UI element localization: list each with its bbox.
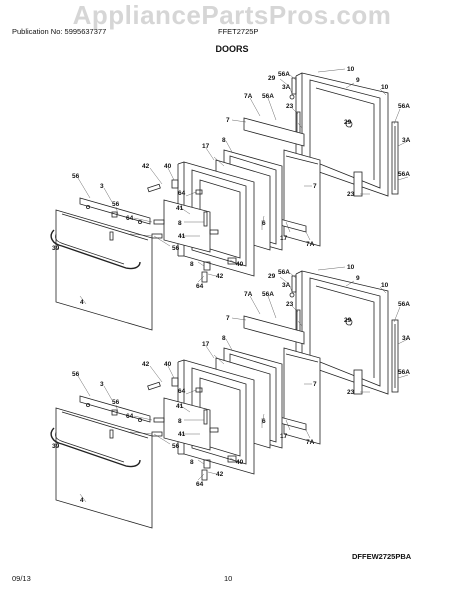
svg-text:8: 8 [190,261,194,268]
svg-text:3: 3 [100,381,104,388]
svg-text:56A: 56A [262,291,274,298]
svg-text:7A: 7A [244,93,253,100]
svg-text:56: 56 [112,201,120,208]
svg-text:23: 23 [347,389,355,396]
svg-text:10: 10 [347,66,355,73]
svg-text:4: 4 [80,497,84,504]
svg-text:8: 8 [178,418,182,425]
watermark: AppliancePartsPros.com [72,0,392,30]
svg-text:17: 17 [202,341,210,348]
svg-text:56A: 56A [398,103,410,110]
svg-text:29: 29 [344,317,352,324]
svg-text:8: 8 [190,459,194,466]
svg-text:56A: 56A [398,301,410,308]
svg-text:64: 64 [178,388,186,395]
svg-text:56: 56 [72,371,80,378]
svg-text:10: 10 [381,84,389,91]
svg-text:23: 23 [286,301,294,308]
svg-text:39: 39 [52,245,60,252]
svg-text:3: 3 [100,183,104,190]
svg-text:3A: 3A [402,335,411,342]
svg-text:41: 41 [178,233,186,240]
svg-text:64: 64 [126,413,134,420]
svg-text:64: 64 [196,283,204,290]
section-title: DOORS [215,44,249,54]
svg-text:56A: 56A [398,369,410,376]
svg-text:7: 7 [226,315,230,322]
svg-text:23: 23 [286,103,294,110]
svg-text:56: 56 [112,399,120,406]
page-number: 10 [224,574,233,583]
svg-text:9: 9 [356,275,360,282]
svg-text:42: 42 [142,163,150,170]
svg-text:64: 64 [196,481,204,488]
svg-text:42: 42 [216,273,224,280]
svg-text:8: 8 [222,335,226,342]
svg-text:3A: 3A [282,84,291,91]
svg-text:41: 41 [176,205,184,212]
svg-text:17: 17 [202,143,210,150]
svg-text:56A: 56A [278,269,290,276]
svg-text:39: 39 [52,443,60,450]
svg-text:56A: 56A [262,93,274,100]
svg-text:40: 40 [164,361,172,368]
svg-text:8: 8 [222,137,226,144]
svg-text:10: 10 [381,282,389,289]
diagram-code: DFFEW2725PBA [352,552,412,561]
svg-text:7: 7 [313,381,317,388]
svg-text:6: 6 [262,418,266,425]
svg-text:40: 40 [236,261,244,268]
svg-text:17: 17 [280,235,288,242]
svg-text:8: 8 [178,220,182,227]
svg-text:3A: 3A [282,282,291,289]
svg-text:64: 64 [126,215,134,222]
svg-text:42: 42 [216,471,224,478]
svg-text:56A: 56A [398,171,410,178]
svg-text:6: 6 [262,220,266,227]
svg-text:40: 40 [236,459,244,466]
publication-number: Publication No: 5995637377 [12,27,107,36]
svg-text:56: 56 [72,173,80,180]
svg-text:29: 29 [268,273,276,280]
svg-text:3A: 3A [402,137,411,144]
callouts-upper: 10 56A 9 29 3A 10 56A 7A 56A 23 7 29 3A … [52,66,411,306]
svg-text:56A: 56A [278,71,290,78]
svg-text:7: 7 [313,183,317,190]
svg-text:56: 56 [172,245,180,252]
svg-text:9: 9 [356,77,360,84]
svg-text:56: 56 [172,443,180,450]
callouts-lower: 10 56A 9 29 3A 10 56A 7A 56A 23 7 29 3A … [52,264,411,504]
svg-text:41: 41 [176,403,184,410]
svg-text:7A: 7A [244,291,253,298]
svg-text:23: 23 [347,191,355,198]
svg-text:7: 7 [226,117,230,124]
svg-text:41: 41 [178,431,186,438]
svg-text:29: 29 [344,119,352,126]
svg-text:64: 64 [178,190,186,197]
svg-text:29: 29 [268,75,276,82]
svg-text:42: 42 [142,361,150,368]
svg-text:40: 40 [164,163,172,170]
svg-text:7A: 7A [306,439,315,446]
svg-text:17: 17 [280,433,288,440]
svg-text:4: 4 [80,299,84,306]
model-number: FFET2725P [218,27,259,36]
svg-text:7A: 7A [306,241,315,248]
svg-text:10: 10 [347,264,355,271]
footer-date: 09/13 [12,574,31,583]
